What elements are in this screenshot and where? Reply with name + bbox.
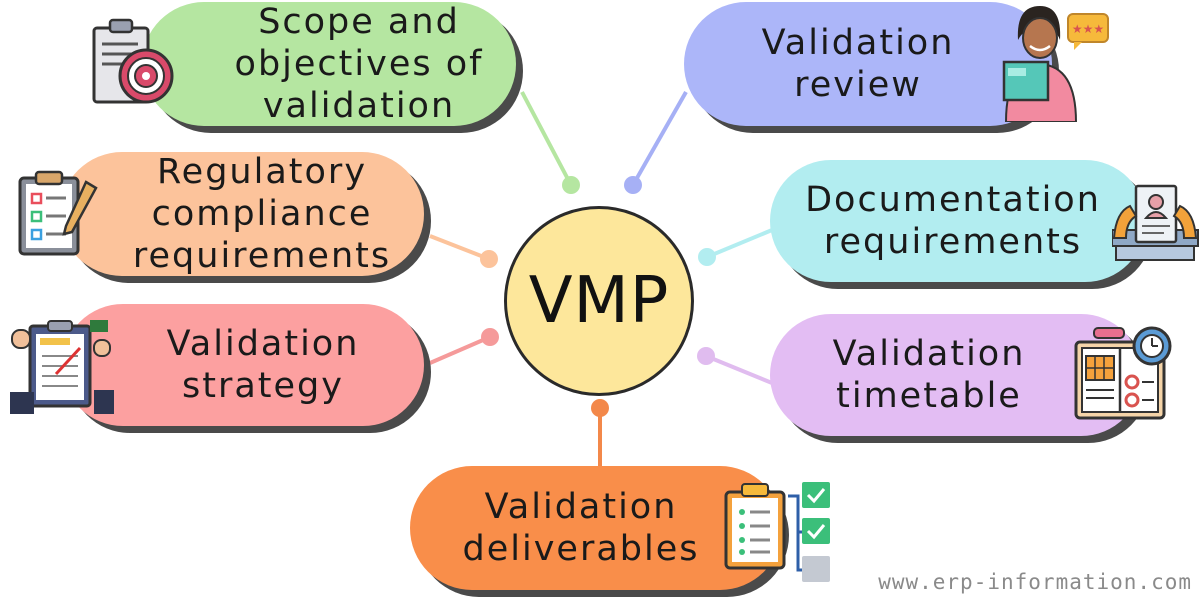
connector-scope [520, 91, 573, 186]
target-document-icon [92, 18, 174, 104]
node-regulatory-compliance: Regulatory compliance requirements [60, 152, 424, 276]
strategy-clipboard-icon [10, 320, 114, 414]
connector-dot-documentation [698, 248, 716, 266]
calendar-clock-icon [1074, 326, 1172, 420]
node-validation-strategy: Validation strategy [62, 304, 424, 426]
connector-strategy [429, 335, 491, 365]
connector-regulatory [429, 234, 490, 261]
connector-review [631, 91, 688, 186]
node-validation-deliverables: Validation deliverables [410, 466, 782, 590]
connector-dot-review [624, 176, 642, 194]
node-scope-objectives: Scope and objectives of validation [142, 2, 516, 126]
checklist-clipboard-icon [18, 170, 98, 256]
node-label: Validation strategy [166, 324, 360, 406]
connector-dot-strategy [481, 328, 499, 346]
node-documentation-requirements: Documentation requirements [770, 160, 1146, 282]
node-label: Documentation requirements [805, 180, 1101, 262]
node-label: Regulatory compliance requirements [132, 152, 392, 276]
website-url: www.erp-information.com [878, 570, 1192, 594]
connector-timetable [705, 354, 773, 385]
connector-documentation [706, 228, 773, 259]
profile-document-icon [1112, 184, 1199, 261]
node-label: Validation timetable [832, 334, 1026, 416]
node-validation-review: Validation review [684, 2, 1052, 126]
connector-dot-timetable [697, 347, 715, 365]
connector-dot-scope [562, 176, 580, 194]
checklist-tasks-icon [724, 482, 830, 582]
node-label: Validation review [761, 23, 955, 105]
reviewer-person-icon: ★★★ [1002, 6, 1109, 122]
connector-dot-regulatory [480, 250, 498, 268]
center-node: VMP [504, 206, 694, 396]
node-label: Scope and objectives of validation [234, 2, 484, 126]
connector-dot-deliverables [591, 399, 609, 417]
node-label: Validation deliverables [462, 487, 700, 569]
center-label: VMP [528, 264, 670, 338]
svg-text:★★★: ★★★ [1072, 22, 1104, 36]
